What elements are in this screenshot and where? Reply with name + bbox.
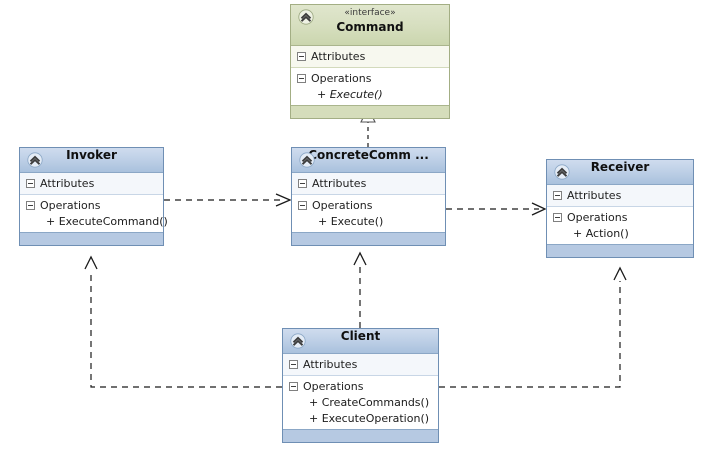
attributes-compartment-receiver[interactable]: Attributes — [547, 185, 693, 207]
class-box-invoker[interactable]: Invoker Attributes Operations + ExecuteC… — [19, 147, 168, 246]
attributes-label: Attributes — [567, 189, 622, 202]
attributes-label: Attributes — [311, 50, 366, 63]
expander-icon[interactable] — [26, 179, 35, 188]
relationship-dependency-client-concretecommand — [353, 251, 367, 328]
operations-label: Operations — [312, 199, 373, 212]
relationship-dependency-concretecommand-receiver — [446, 202, 547, 216]
operations-compartment-concretecommand[interactable]: Operations + Execute() — [292, 195, 445, 232]
class-name: ConcreteComm ... — [308, 148, 429, 162]
collapse-chevron-icon[interactable] — [290, 333, 306, 349]
class-box-concretecommand[interactable]: ConcreteComm ... Attributes Operations +… — [291, 147, 446, 246]
operations-label: Operations — [311, 72, 372, 85]
class-name: Invoker — [66, 148, 117, 162]
open-arrowhead — [353, 251, 367, 266]
collapse-chevron-icon[interactable] — [554, 164, 570, 180]
class-stereotype: «interface» — [344, 8, 396, 18]
open-arrowhead — [275, 193, 292, 207]
open-arrowhead — [613, 266, 627, 281]
class-header-command: «interface» Command — [291, 5, 449, 46]
operations-label: Operations — [40, 199, 101, 212]
expander-icon[interactable] — [298, 201, 307, 210]
dependency-line — [90, 270, 282, 388]
attributes-compartment-invoker[interactable]: Attributes — [20, 173, 163, 195]
expander-icon[interactable] — [553, 213, 562, 222]
class-footer — [292, 232, 445, 245]
operation-item: + Action() — [573, 227, 629, 240]
relationship-dependency-client-invoker — [84, 255, 282, 388]
expander-icon[interactable] — [26, 201, 35, 210]
class-footer — [20, 232, 163, 245]
class-name: Client — [340, 329, 381, 343]
operations-compartment-invoker[interactable]: Operations + ExecuteCommand() — [20, 195, 168, 232]
operation-item: + Execute() — [318, 215, 384, 228]
class-header-invoker: Invoker — [20, 148, 163, 173]
class-header-client: Client — [283, 329, 438, 354]
operations-label: Operations — [567, 211, 628, 224]
operation-item: + ExecuteCommand() — [46, 215, 168, 228]
collapse-chevron-icon[interactable] — [27, 152, 43, 168]
operation-item: + ExecuteOperation() — [309, 412, 430, 425]
relationship-dependency-invoker-concretecommand — [164, 193, 292, 207]
open-arrowhead — [84, 255, 98, 270]
operations-label: Operations — [303, 380, 364, 393]
attributes-compartment-concretecommand[interactable]: Attributes — [292, 173, 445, 195]
class-footer — [291, 105, 449, 118]
class-box-client[interactable]: Client Attributes Operations + CreateCom… — [282, 328, 439, 443]
collapse-chevron-icon[interactable] — [299, 152, 315, 168]
class-footer — [283, 429, 438, 442]
operation-item: + Execute() — [317, 88, 383, 101]
expander-icon[interactable] — [297, 74, 306, 83]
open-arrowhead — [531, 202, 547, 216]
operations-compartment-receiver[interactable]: Operations + Action() — [547, 207, 693, 244]
expander-icon[interactable] — [289, 360, 298, 369]
class-name: Command — [336, 20, 404, 34]
attributes-compartment-command[interactable]: Attributes — [291, 46, 449, 68]
expander-icon[interactable] — [553, 191, 562, 200]
class-header-concretecommand: ConcreteComm ... — [292, 148, 445, 173]
expander-icon[interactable] — [298, 179, 307, 188]
expander-icon[interactable] — [297, 52, 306, 61]
class-box-receiver[interactable]: Receiver Attributes Operations + Action(… — [546, 159, 694, 258]
operations-compartment-command[interactable]: Operations + Execute() — [291, 68, 449, 105]
attributes-label: Attributes — [303, 358, 358, 371]
class-header-receiver: Receiver — [547, 160, 693, 185]
dependency-line — [439, 281, 621, 388]
attributes-label: Attributes — [312, 177, 367, 190]
collapse-chevron-icon[interactable] — [298, 9, 314, 25]
class-name: Receiver — [590, 160, 650, 174]
attributes-label: Attributes — [40, 177, 95, 190]
class-box-command[interactable]: «interface» Command Attributes Operation… — [290, 4, 450, 119]
expander-icon[interactable] — [289, 382, 298, 391]
operations-compartment-client[interactable]: Operations + CreateCommands() + ExecuteO… — [283, 376, 438, 429]
attributes-compartment-client[interactable]: Attributes — [283, 354, 438, 376]
relationship-dependency-client-receiver — [439, 266, 627, 388]
operation-item: + CreateCommands() — [309, 396, 430, 409]
class-footer — [547, 244, 693, 257]
